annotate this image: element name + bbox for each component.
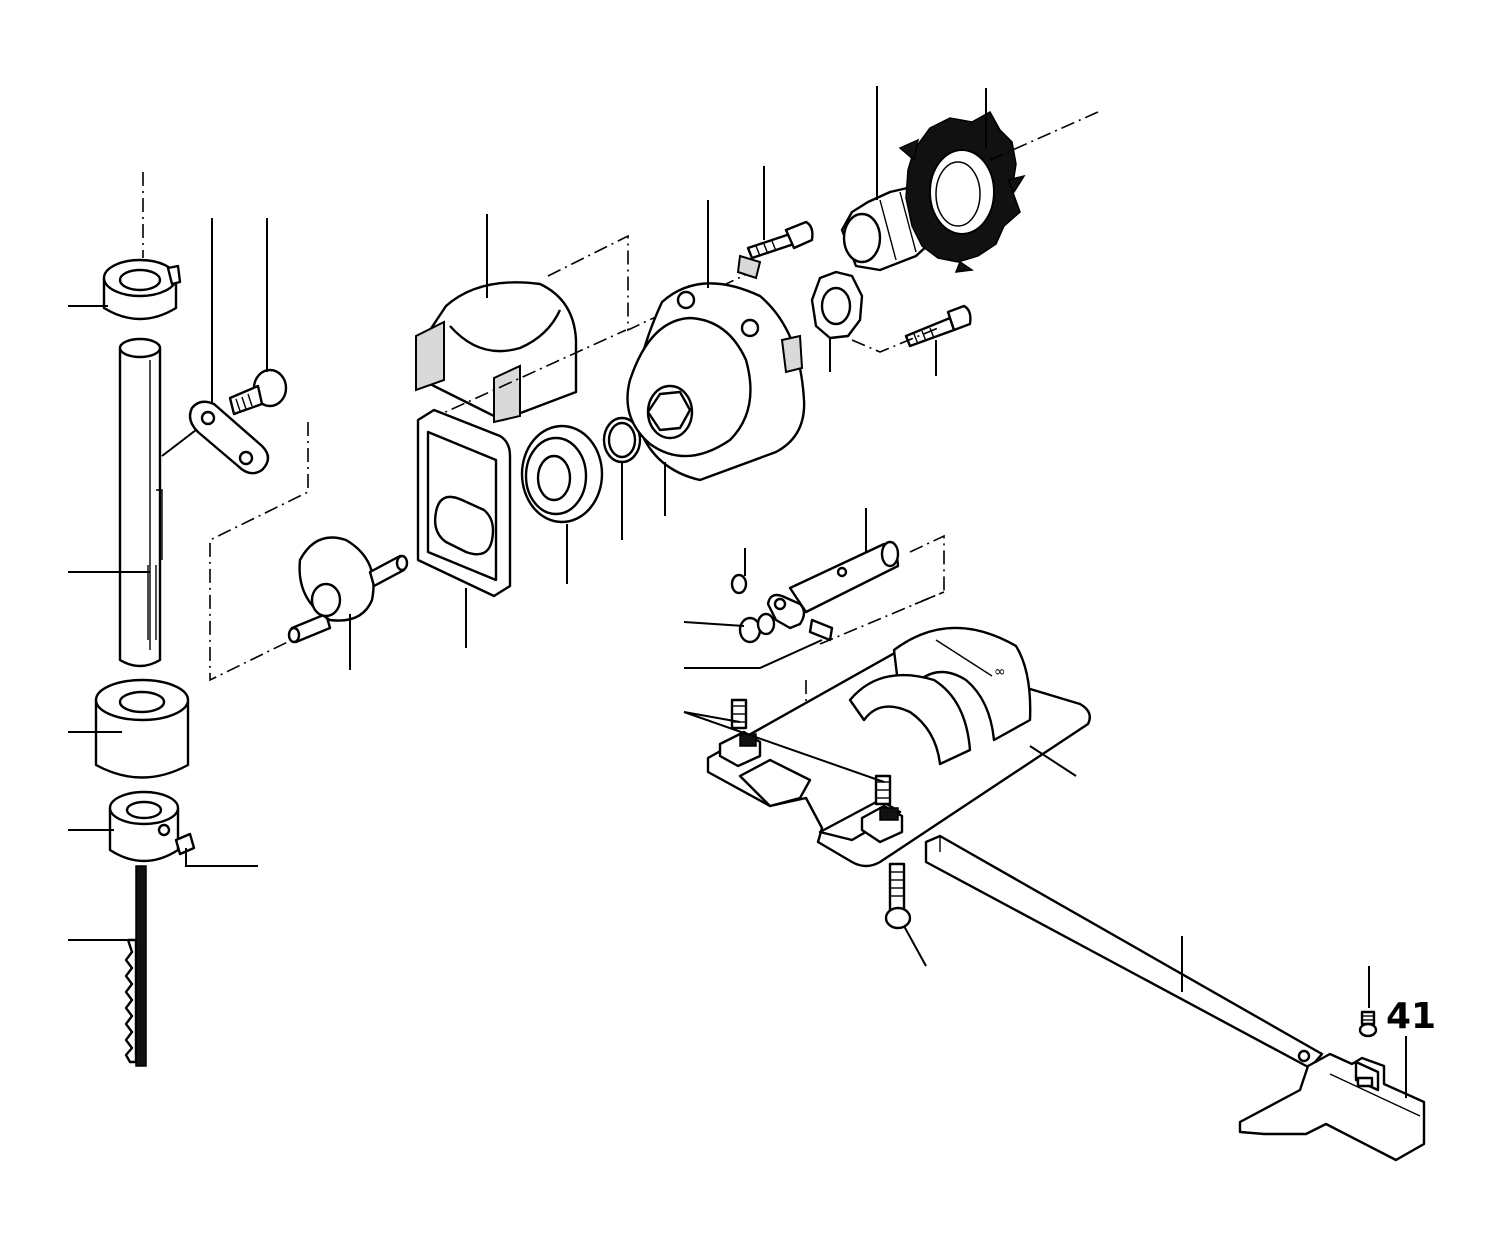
clamp-screw-right xyxy=(860,774,904,844)
link-plate xyxy=(161,400,270,475)
gear-fan-assembly xyxy=(746,86,1099,376)
base-assembly: ∞ xyxy=(683,508,1426,1162)
plunger-rod xyxy=(118,337,163,668)
bracket-link xyxy=(683,593,834,669)
housing-cover xyxy=(415,214,578,424)
base-screw xyxy=(884,862,927,967)
fence-block xyxy=(1238,1052,1426,1162)
clamp-screw-left xyxy=(718,698,762,768)
parallel-guide-bar xyxy=(924,834,1324,1070)
saw-blade xyxy=(124,865,147,1067)
svg-text:∞: ∞ xyxy=(994,664,1006,680)
pivot-pin xyxy=(788,508,900,614)
plunger-assembly xyxy=(68,172,309,1067)
gear-housing xyxy=(626,200,806,516)
gasket-plate xyxy=(416,408,512,648)
bevel-saddle: ∞ xyxy=(848,626,1077,777)
ball-bearing xyxy=(520,424,604,584)
e-ring xyxy=(730,548,748,595)
shoulder-screw xyxy=(228,368,288,416)
fence-screw xyxy=(1358,966,1378,1038)
small-pinion xyxy=(810,270,864,372)
blade-clamp xyxy=(108,790,196,863)
retaining-ring xyxy=(602,416,642,540)
eccentric-pin xyxy=(287,536,409,644)
drive-assembly xyxy=(287,200,806,670)
top-collar xyxy=(102,258,182,321)
guide-bushing xyxy=(94,678,190,779)
cooling-fan xyxy=(898,88,1026,273)
cap-screw-upper xyxy=(746,166,814,260)
cap-screw-lower xyxy=(904,304,972,376)
callout-41: 41 xyxy=(1386,996,1436,1037)
